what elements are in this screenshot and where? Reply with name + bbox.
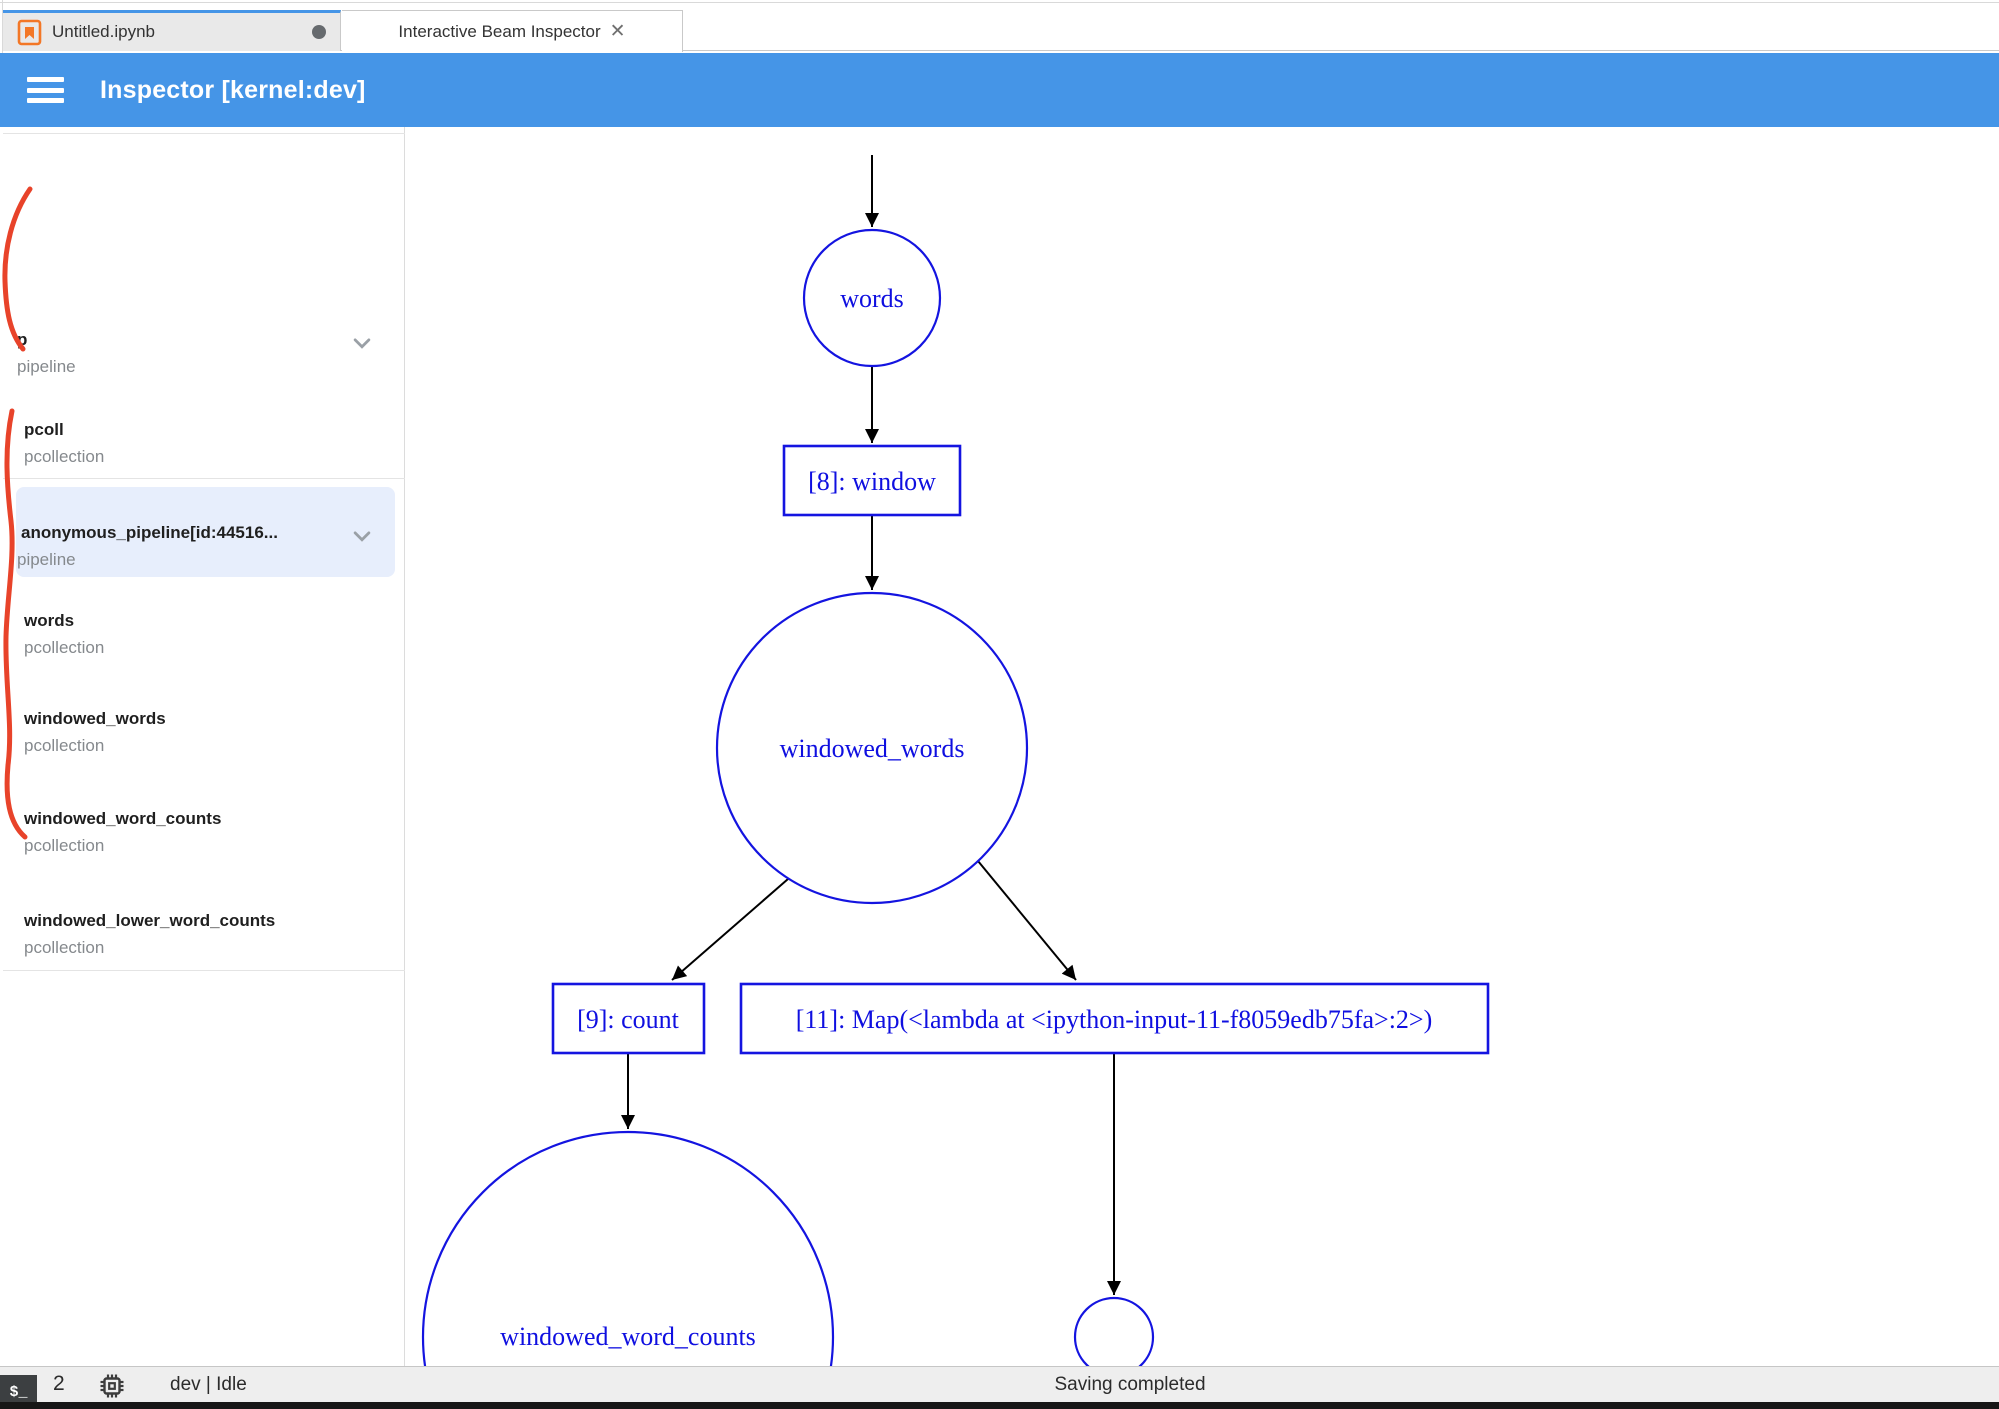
node-count-rect xyxy=(551,982,706,1055)
tab-untitled-notebook[interactable]: Untitled.ipynb xyxy=(3,10,341,51)
node-windowed-word-counts-circle xyxy=(421,1130,835,1366)
status-bar: $_ 2 dev | Idle Saving completed xyxy=(0,1366,1999,1403)
list-divider xyxy=(3,478,405,479)
pcollection-name: windowed_word_counts xyxy=(24,809,222,828)
sidebar-item-windowed-words[interactable]: windowed_words pcollection xyxy=(3,709,405,756)
pcollection-name: windowed_words xyxy=(24,709,166,728)
window-bottom-edge xyxy=(0,1402,1999,1409)
kernel-status[interactable]: dev | Idle xyxy=(170,1374,247,1395)
menu-icon[interactable] xyxy=(27,77,64,103)
item-type-label: pipeline xyxy=(17,550,76,569)
node-windowed-words-label: windowed_words xyxy=(780,734,965,763)
pipeline-graph-panel: words [8]: window windowed_words [9]: co… xyxy=(405,127,1999,1366)
item-type-label: pcollection xyxy=(24,736,105,755)
item-type-label: pcollection xyxy=(24,938,105,957)
item-type-label: pcollection xyxy=(24,836,105,855)
chevron-down-icon[interactable] xyxy=(347,521,377,551)
page-title: Inspector [kernel:dev] xyxy=(100,75,366,104)
notebook-file-icon xyxy=(17,19,42,45)
sidebar-item-words[interactable]: words pcollection xyxy=(3,611,405,658)
sidebar-item-windowed-word-counts[interactable]: windowed_word_counts pcollection xyxy=(3,809,405,856)
edge-windowed-words-to-count xyxy=(671,878,789,981)
pcollection-name: words xyxy=(24,611,75,630)
sidebar-item-pcoll[interactable]: pcoll pcollection xyxy=(3,420,405,467)
item-type-label: pipeline xyxy=(17,357,76,376)
edge-windowed-words-to-map xyxy=(977,860,1077,981)
node-words-label: words xyxy=(840,284,904,313)
node-map-label: [11]: Map(<lambda at <ipython-input-11-f… xyxy=(796,1005,1433,1034)
pipeline-name: anonymous_pipeline[id:44516... xyxy=(21,523,278,542)
item-type-label: pcollection xyxy=(24,447,105,466)
node-windowed-words-circle xyxy=(715,591,1029,905)
pipeline-sidebar: p pipeline pcoll pcollection anonymous_p… xyxy=(3,127,405,1366)
sidebar-item-windowed-lower-word-counts[interactable]: windowed_lower_word_counts pcollection xyxy=(3,911,405,958)
item-type-label: pcollection xyxy=(24,638,105,657)
node-window-label: [8]: window xyxy=(808,467,936,496)
node-windowed-lower-word-counts-circle xyxy=(1073,1296,1155,1366)
sidebar-item-p[interactable]: p pipeline xyxy=(3,330,405,377)
node-windowed-word-counts-label: windowed_word_counts xyxy=(500,1322,756,1351)
node-words-circle xyxy=(802,228,942,368)
tab-interactive-beam-inspector[interactable]: Interactive Beam Inspector ✕ xyxy=(342,10,683,52)
chevron-down-icon[interactable] xyxy=(347,328,377,358)
unsaved-changes-indicator[interactable] xyxy=(312,25,326,39)
node-window-rect xyxy=(782,444,962,517)
dock-tab-bar: Untitled.ipynb Interactive Beam Inspecto… xyxy=(3,10,1999,52)
close-icon[interactable]: ✕ xyxy=(609,21,626,42)
sidebar-item-anonymous-pipeline[interactable]: anonymous_pipeline[id:44516... pipeline xyxy=(3,523,405,570)
inspector-app-bar: Inspector [kernel:dev] xyxy=(0,53,1999,127)
list-divider xyxy=(3,133,405,134)
pcollection-name: pcoll xyxy=(24,420,64,439)
tab-label: Interactive Beam Inspector xyxy=(398,21,601,41)
terminal-icon[interactable]: $_ xyxy=(0,1375,37,1403)
inspector-content: p pipeline pcoll pcollection anonymous_p… xyxy=(0,127,1999,1366)
session-count[interactable]: 2 xyxy=(53,1372,65,1395)
window-top-border xyxy=(0,2,1999,3)
pcollection-name: windowed_lower_word_counts xyxy=(24,911,276,930)
status-message: Saving completed xyxy=(1054,1374,1206,1395)
node-count-label: [9]: count xyxy=(577,1005,680,1034)
kernel-chip-icon[interactable] xyxy=(98,1372,126,1400)
list-divider xyxy=(3,970,405,971)
tab-label: Untitled.ipynb xyxy=(52,22,156,41)
node-map-rect xyxy=(739,982,1490,1055)
pipeline-dag: words [8]: window windowed_words [9]: co… xyxy=(421,155,1490,1366)
selected-row-highlight xyxy=(16,487,395,577)
